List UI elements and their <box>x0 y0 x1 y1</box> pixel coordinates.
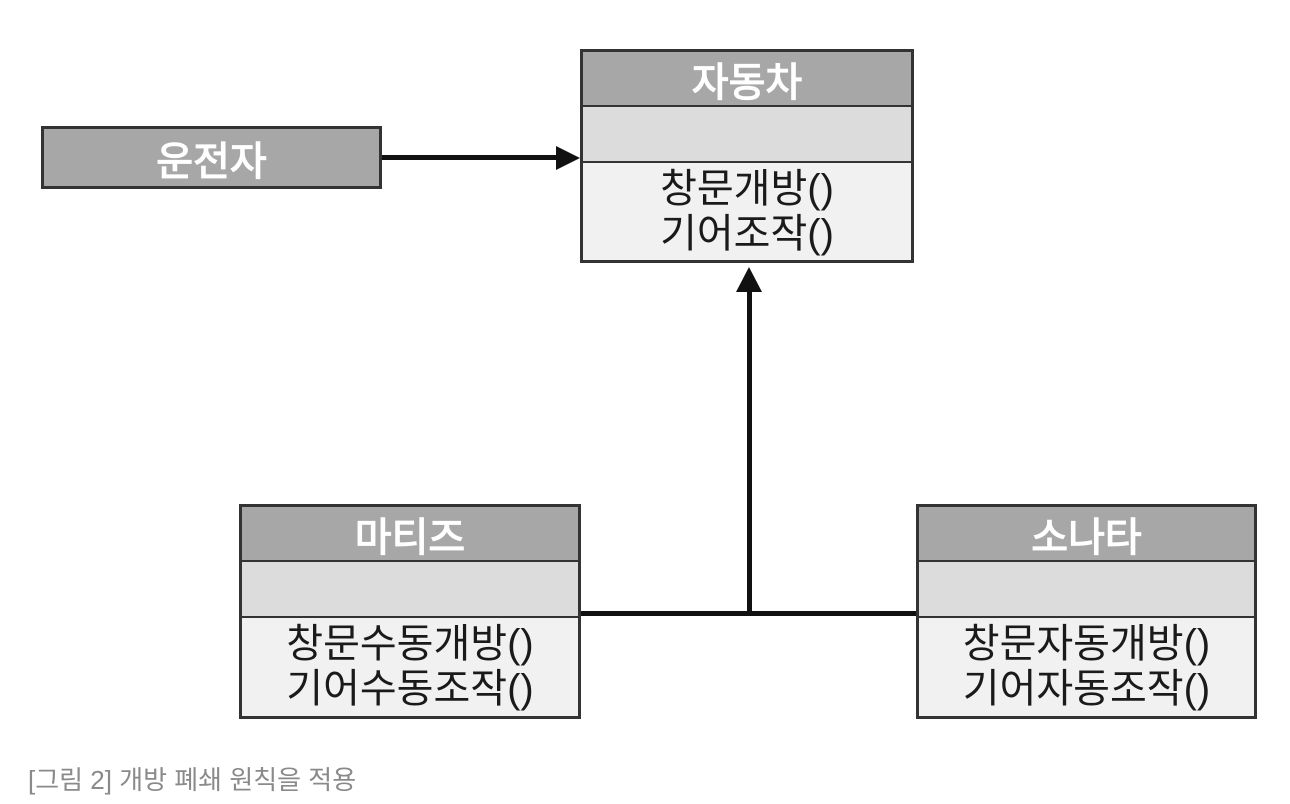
method-sonata-auto-window: 창문자동개방() <box>962 622 1211 666</box>
figure-caption: [그림 2] 개방 폐쇄 원칙을 적용 <box>28 765 357 795</box>
class-attributes-car <box>583 107 911 163</box>
class-title-sonata: 소나타 <box>1031 515 1142 560</box>
class-box-matiz: 마티즈 창문수동개방() 기어수동조작() <box>239 504 581 719</box>
association-arrowhead-icon <box>556 146 580 170</box>
class-attributes-sonata <box>919 562 1254 618</box>
class-methods-matiz: 창문수동개방() 기어수동조작() <box>242 618 578 716</box>
class-header-matiz: 마티즈 <box>242 507 578 562</box>
class-header-sonata: 소나타 <box>919 507 1254 562</box>
method-car-open-window: 창문개방() <box>660 166 834 211</box>
generalization-vertical-line <box>747 288 752 616</box>
class-title-matiz: 마티즈 <box>354 515 466 560</box>
class-attributes-matiz <box>242 562 578 618</box>
class-header-car: 자동차 <box>583 52 911 107</box>
generalization-arrowhead-icon <box>736 267 762 292</box>
class-box-sonata: 소나타 창문자동개방() 기어자동조작() <box>916 504 1257 719</box>
method-matiz-manual-window: 창문수동개방() <box>286 622 534 666</box>
class-title-driver: 운전자 <box>156 139 267 184</box>
class-methods-car: 창문개방() 기어조작() <box>583 163 911 260</box>
method-car-shift-gear: 기어조작() <box>660 211 834 256</box>
class-box-driver: 운전자 <box>41 126 382 189</box>
association-line-driver-car <box>382 155 558 160</box>
method-sonata-auto-gear: 기어자동조작() <box>962 667 1211 711</box>
class-methods-sonata: 창문자동개방() 기어자동조작() <box>919 618 1254 716</box>
class-title-car: 자동차 <box>691 60 803 105</box>
method-matiz-manual-gear: 기어수동조작() <box>286 667 534 711</box>
class-box-car: 자동차 창문개방() 기어조작() <box>580 49 914 263</box>
